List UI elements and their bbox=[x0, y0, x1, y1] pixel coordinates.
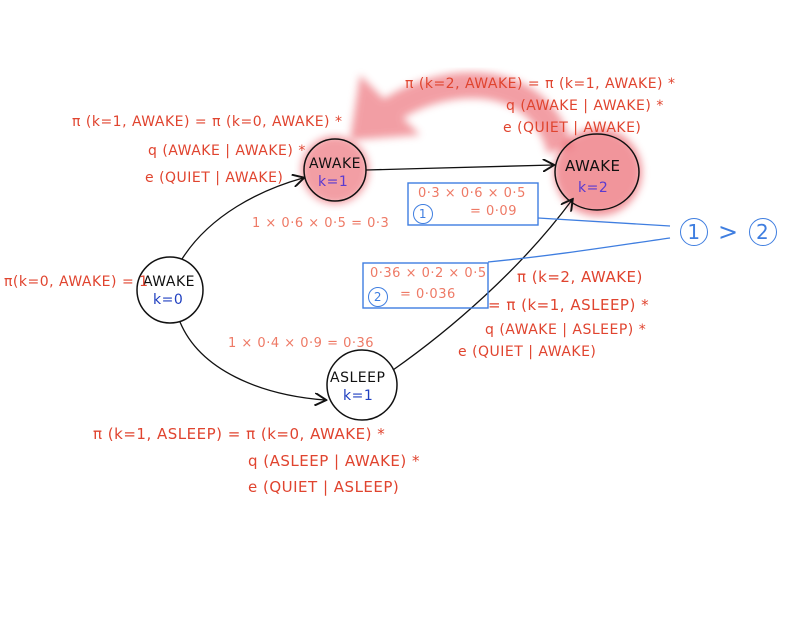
node-k1-asleep-index: k=1 bbox=[343, 388, 374, 404]
eq-k2-awake-line2: q (AWAKE | AWAKE) * bbox=[506, 98, 664, 114]
eq-k1-awake-line2: q (AWAKE | AWAKE) * bbox=[148, 143, 306, 159]
node-k2-state: AWAKE bbox=[565, 157, 621, 175]
eq-k1-asleep-line2: q (ASLEEP | AWAKE) * bbox=[248, 452, 421, 470]
compare-line-2 bbox=[487, 237, 671, 263]
backtrack-arrow bbox=[350, 72, 573, 154]
node-awake-k2 bbox=[554, 133, 640, 211]
node-asleep-k1 bbox=[326, 349, 398, 421]
eq-k1-awake-line3: e (QUIET | AWAKE) bbox=[145, 170, 284, 186]
eq-k2-asleep-line2: = π (k=1, ASLEEP) * bbox=[488, 296, 650, 314]
edge-asleep-value: 1 × 0·4 × 0·9 = 0·36 bbox=[228, 336, 375, 351]
node-k1-awake-index: k=1 bbox=[318, 174, 349, 190]
node-k0-index: k=0 bbox=[153, 292, 184, 308]
eq-k2-asleep-line3: q (AWAKE | ASLEEP) * bbox=[485, 322, 647, 338]
comparison: 1 > 2 bbox=[680, 218, 777, 246]
box2-calc: 0·36 × 0·2 × 0·5 bbox=[370, 266, 487, 281]
edge-awake-awake bbox=[365, 165, 553, 170]
node-k2-index: k=2 bbox=[578, 180, 609, 196]
box1-result: = 0·09 bbox=[470, 204, 517, 219]
eq-k2-awake-line1: π (k=2, AWAKE) = π (k=1, AWAKE) * bbox=[405, 76, 676, 92]
compare-left: 1 bbox=[680, 218, 708, 246]
edge-k0-awake bbox=[181, 178, 303, 260]
edge-awake-value: 1 × 0·6 × 0·5 = 0·3 bbox=[252, 216, 390, 231]
compare-operator: > bbox=[718, 218, 739, 246]
highlight-k1 bbox=[301, 136, 369, 204]
init-equation: π(k=0, AWAKE) = 1 bbox=[4, 274, 149, 290]
eq-k1-asleep-line1: π (k=1, ASLEEP) = π (k=0, AWAKE) * bbox=[93, 425, 386, 443]
box1-calc: 0·3 × 0·6 × 0·5 bbox=[418, 186, 526, 201]
eq-k2-asleep-line4: e (QUIET | AWAKE) bbox=[458, 344, 597, 360]
box2-label: 2 bbox=[368, 287, 388, 307]
node-awake-k0 bbox=[136, 256, 204, 324]
box1-frame bbox=[407, 182, 539, 226]
node-k1-awake-state: AWAKE bbox=[309, 156, 361, 172]
node-k0-state: AWAKE bbox=[143, 274, 195, 290]
box2-frame bbox=[362, 262, 489, 309]
box2-number: 2 bbox=[368, 287, 388, 307]
node-k1-asleep-state: ASLEEP bbox=[330, 370, 386, 386]
highlight-k2 bbox=[554, 128, 642, 216]
box1-number: 1 bbox=[413, 204, 433, 224]
eq-k1-asleep-line3: e (QUIET | ASLEEP) bbox=[248, 478, 400, 496]
edge-asleep-awake bbox=[392, 200, 572, 371]
eq-k2-awake-line3: e (QUIET | AWAKE) bbox=[503, 120, 642, 136]
box2-result: = 0·036 bbox=[400, 287, 456, 302]
box1-label: 1 bbox=[413, 204, 433, 224]
compare-right: 2 bbox=[748, 218, 777, 246]
compare-line-1 bbox=[537, 217, 671, 227]
eq-k1-awake-line1: π (k=1, AWAKE) = π (k=0, AWAKE) * bbox=[72, 114, 343, 130]
edge-k0-asleep bbox=[179, 321, 325, 400]
eq-k2-asleep-line1: π (k=2, AWAKE) bbox=[517, 268, 643, 286]
